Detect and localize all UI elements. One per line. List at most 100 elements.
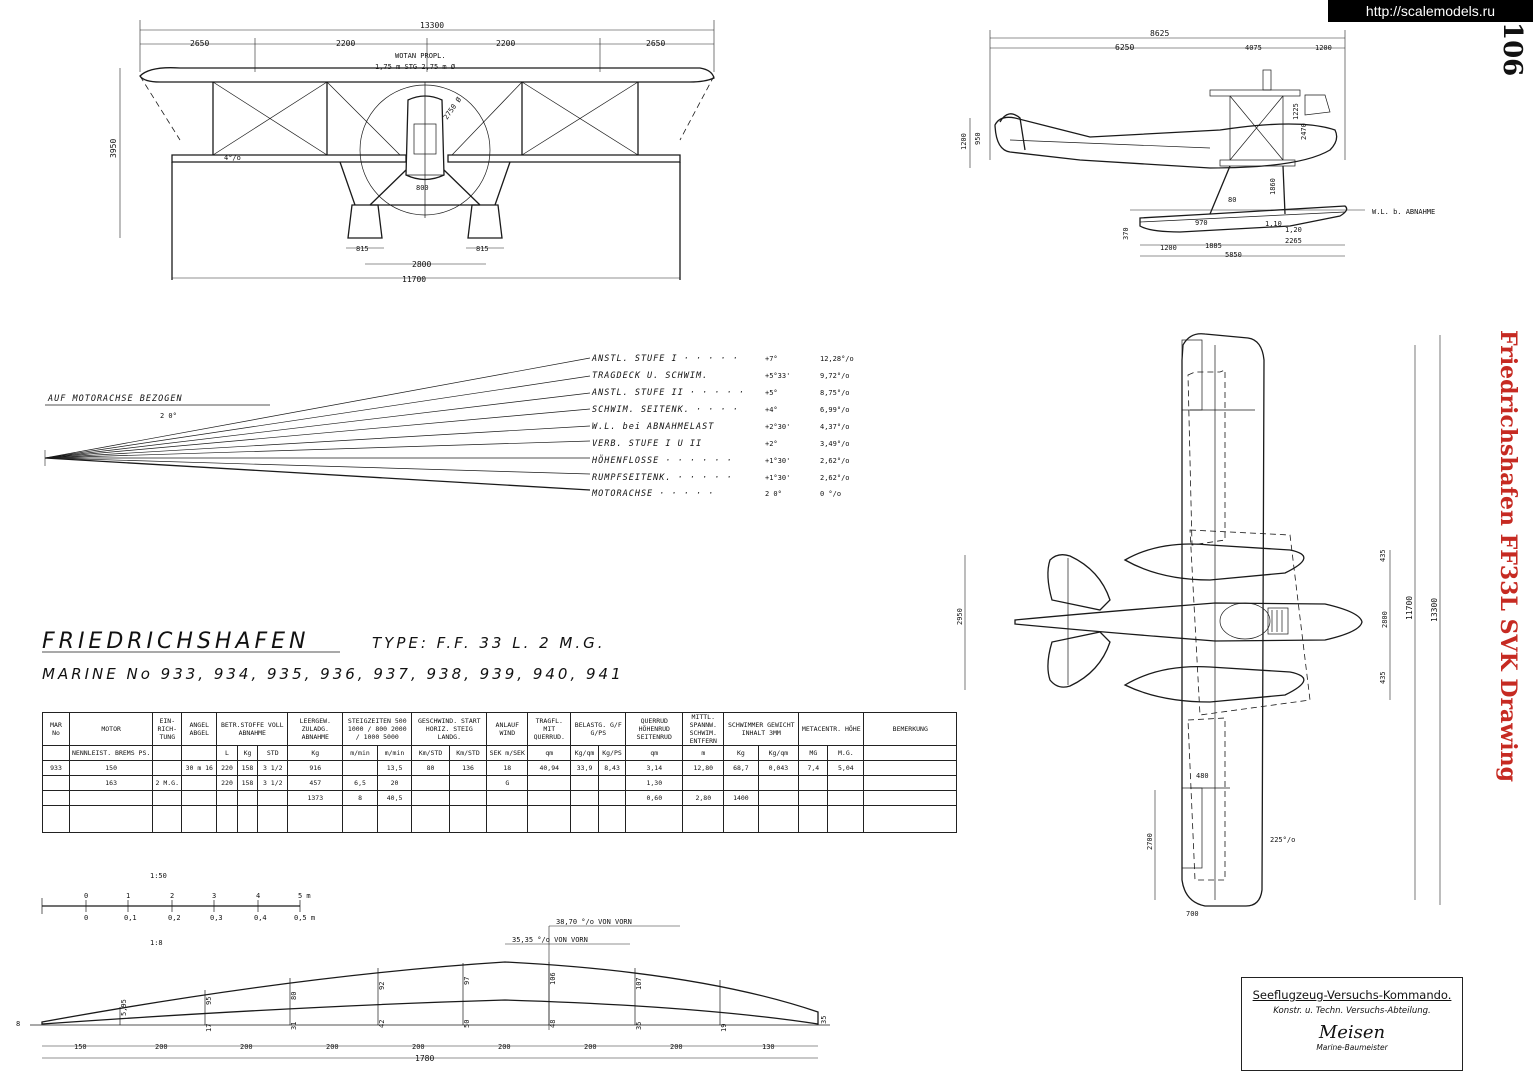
- table-cell: m: [682, 745, 725, 761]
- table-header: MOTOR: [68, 712, 154, 746]
- stamp-line3: Marine-Baumeister: [1316, 1043, 1388, 1052]
- approval-stamp: Seeflugzeug-Versuchs-Kommando. Konstr. u…: [1241, 977, 1463, 1071]
- table-cell: [486, 790, 529, 806]
- scale-bot-3: 0,3: [210, 914, 223, 922]
- ord-top-1: 5,95: [120, 999, 128, 1016]
- angle-row-2-pct: 9,72°/o: [820, 372, 850, 380]
- table-cell: [827, 805, 865, 833]
- table-cell: [570, 805, 599, 833]
- table-cell: STD: [257, 745, 289, 761]
- table-cell: 1,30: [625, 775, 684, 791]
- stamp-signature: Meisen: [1318, 1022, 1386, 1043]
- prop-dia: 2750 Ø: [442, 95, 464, 121]
- table-header: ANGEL ABGEL: [181, 712, 218, 746]
- angle-row-1-name: ANSTL. STUFE I · · · · ·: [591, 354, 739, 364]
- table-cell: [863, 745, 958, 761]
- table-cell: [152, 805, 183, 833]
- front-seg-2: 2200: [336, 39, 355, 48]
- table-cell: 8: [342, 790, 378, 806]
- table-cell: [376, 805, 413, 833]
- profile-le: 8: [16, 1020, 20, 1028]
- table-cell: 3 1/2: [257, 760, 289, 776]
- angle-row-4-name: SCHWIM. SEITENK. · · · ·: [592, 405, 739, 415]
- side-view: 8625 6250 4075 1200 W.L. b. ABNAHME 1200…: [960, 29, 1435, 259]
- table-cell: [448, 775, 488, 791]
- table-cell: Km/STD: [448, 745, 488, 761]
- scale-top-3: 3: [212, 892, 216, 900]
- angle-row-7-deg: +1°30': [765, 457, 790, 465]
- ord-bot-1: 17: [205, 1024, 213, 1032]
- angle-row-8-name: RUMPFSEITENK. · · · · ·: [592, 473, 733, 483]
- angle-row-5-name: W.L. bei ABNAHMELAST: [592, 422, 714, 432]
- station-1: 150: [74, 1043, 87, 1051]
- title-block: FRIEDRICHSHAFEN TYPE: F.F. 33 L. 2 M.G. …: [42, 629, 621, 683]
- ord-bot-7: 19: [720, 1024, 728, 1032]
- scale-top-4: 4: [256, 892, 260, 900]
- station-5: 200: [412, 1043, 425, 1051]
- table-cell: [42, 790, 70, 806]
- table-cell: [411, 775, 450, 791]
- table-cell: [411, 805, 450, 833]
- angle-row-9-pct: 0 °/o: [820, 490, 841, 498]
- table-cell: Kg/PS: [597, 745, 627, 761]
- tip-dim: 700: [1186, 910, 1199, 918]
- table-cell: 457: [287, 775, 344, 791]
- table-cell: Kg: [236, 745, 259, 761]
- lower-span: 11700: [402, 275, 426, 284]
- table-cell: [181, 805, 218, 833]
- table-header: MAR No: [42, 712, 70, 746]
- scale-bar: 1:50 0 1 2 3 4 5 m 0 0,1 0,2 0,3 0,4 0,5…: [41, 872, 315, 947]
- axis-label: AUF MOTORACHSE BEZOGEN: [47, 394, 183, 404]
- table-cell: [216, 790, 238, 806]
- cp1-label: 38,70 °/o VON VORN: [556, 918, 632, 926]
- table-cell: [257, 790, 289, 806]
- station-4: 200: [326, 1043, 339, 1051]
- table-cell: [827, 775, 865, 791]
- table-cell: 158: [236, 760, 259, 776]
- table-cell: 30 m 16: [181, 760, 218, 776]
- stamp-line2: Konstr. u. Techn. Versuchs-Abteilung.: [1273, 1006, 1431, 1016]
- table-cell: [798, 805, 829, 833]
- scale-top-2: 2: [170, 892, 174, 900]
- table-cell: 7,4: [798, 760, 829, 776]
- table-header: MITTL. SPANNW. SCHWIM. ENTFERN: [682, 712, 725, 746]
- page-number: 106: [1497, 22, 1527, 77]
- table-cell: [342, 805, 378, 833]
- table-cell: [181, 745, 218, 761]
- table-cell: [597, 805, 627, 833]
- side-length: 8625: [1150, 29, 1169, 38]
- float-keel: 370: [1122, 227, 1130, 240]
- station-7: 200: [584, 1043, 597, 1051]
- float-seg-2: 1885: [1205, 242, 1222, 250]
- plan-float-w1: 435: [1379, 549, 1387, 562]
- front-view: 13300 2650 2200 2200 2650 WOTAN PROPL. 1…: [109, 20, 715, 284]
- table-cell: L: [216, 745, 238, 761]
- station-8: 200: [670, 1043, 683, 1051]
- ord-top-2: 95: [205, 997, 213, 1005]
- table-cell: 916: [287, 760, 344, 776]
- plan-span: 13300: [1430, 598, 1439, 622]
- table-cell: [798, 775, 829, 791]
- float-track: 2800: [412, 260, 431, 269]
- table-cell: Kg/qm: [570, 745, 599, 761]
- table-cell: [236, 790, 259, 806]
- float-width-left: 815: [356, 245, 369, 253]
- aileron-length: 2700: [1146, 833, 1154, 850]
- prop-label: WOTAN PROPL.: [395, 52, 446, 60]
- angle-row-4-pct: 6,99°/o: [820, 406, 850, 414]
- step-b: 1,20: [1285, 226, 1302, 234]
- table-cell: [411, 790, 450, 806]
- plan-float-track: 2800: [1381, 611, 1389, 628]
- angle-row-7-pct: 2,62°/o: [820, 457, 850, 465]
- angle-row-1-deg: +7°: [765, 355, 778, 363]
- table-cell: 5,04: [827, 760, 865, 776]
- plan-view: 11700 13300 2800 435 435 2950 2700 480 7…: [956, 333, 1441, 918]
- front-height: 3950: [109, 139, 118, 158]
- scale-bot-5: 0,5 m: [294, 914, 315, 922]
- fin-height: 1200: [960, 133, 968, 150]
- table-cell: 6,5: [342, 775, 378, 791]
- angle-row-9-name: MOTORACHSE · · · · ·: [591, 489, 714, 499]
- table-cell: 1373: [287, 790, 344, 806]
- table-cell: 40,5: [376, 790, 413, 806]
